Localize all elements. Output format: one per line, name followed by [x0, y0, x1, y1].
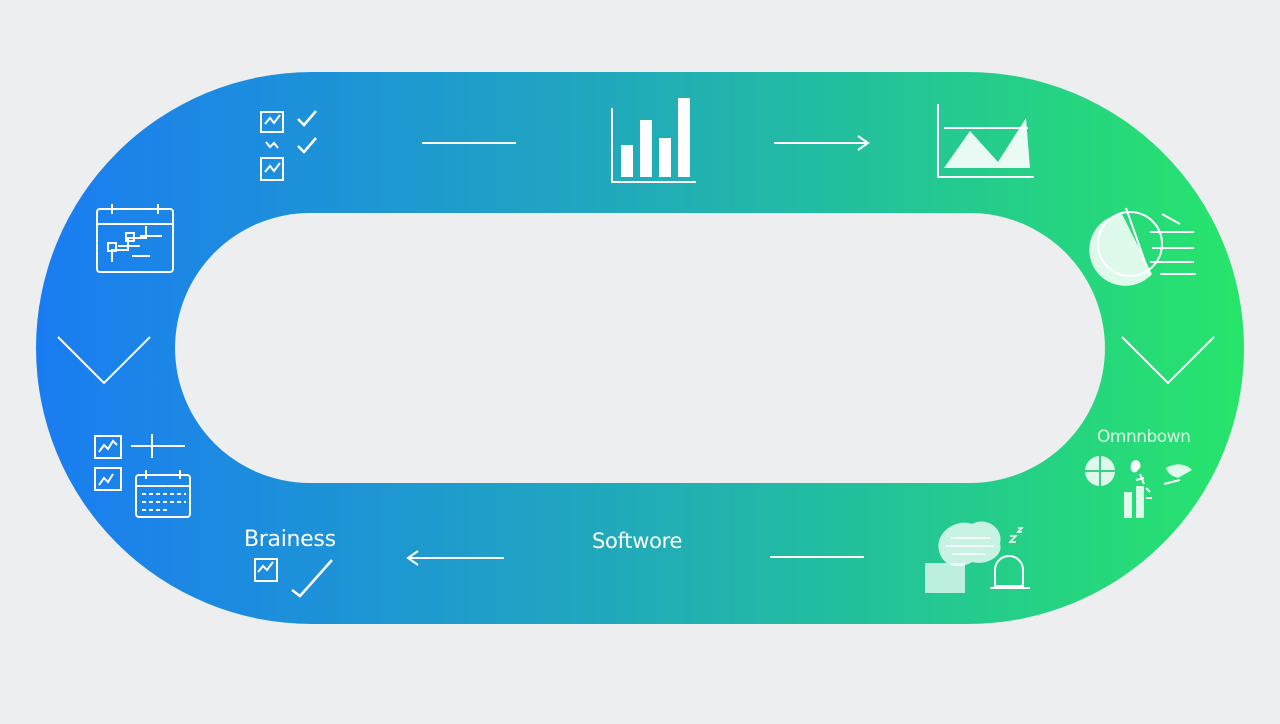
- checkbox-icon: [254, 558, 333, 598]
- bar-chart-icon: [611, 98, 696, 183]
- arrow-left-icon: [406, 550, 504, 566]
- cycle-ring: [36, 72, 1244, 624]
- checklist-icon: [260, 110, 317, 181]
- area-chart-icon: [937, 104, 1034, 178]
- label-business: Brainess: [244, 527, 336, 552]
- label-download: Omnnbown: [1097, 427, 1191, 447]
- brain-device-icon: [925, 521, 1030, 593]
- analytics-cluster-icon: [1085, 456, 1192, 518]
- label-software: Softwore: [592, 529, 683, 553]
- pie-chart-icon: [1089, 207, 1196, 286]
- grid-calendar-icon: [94, 434, 191, 518]
- arrow-right-icon: [774, 135, 870, 151]
- calendar-flow-icon: [96, 204, 174, 273]
- chevron-down-icon: [1121, 336, 1215, 385]
- chevron-down-icon: [57, 336, 151, 385]
